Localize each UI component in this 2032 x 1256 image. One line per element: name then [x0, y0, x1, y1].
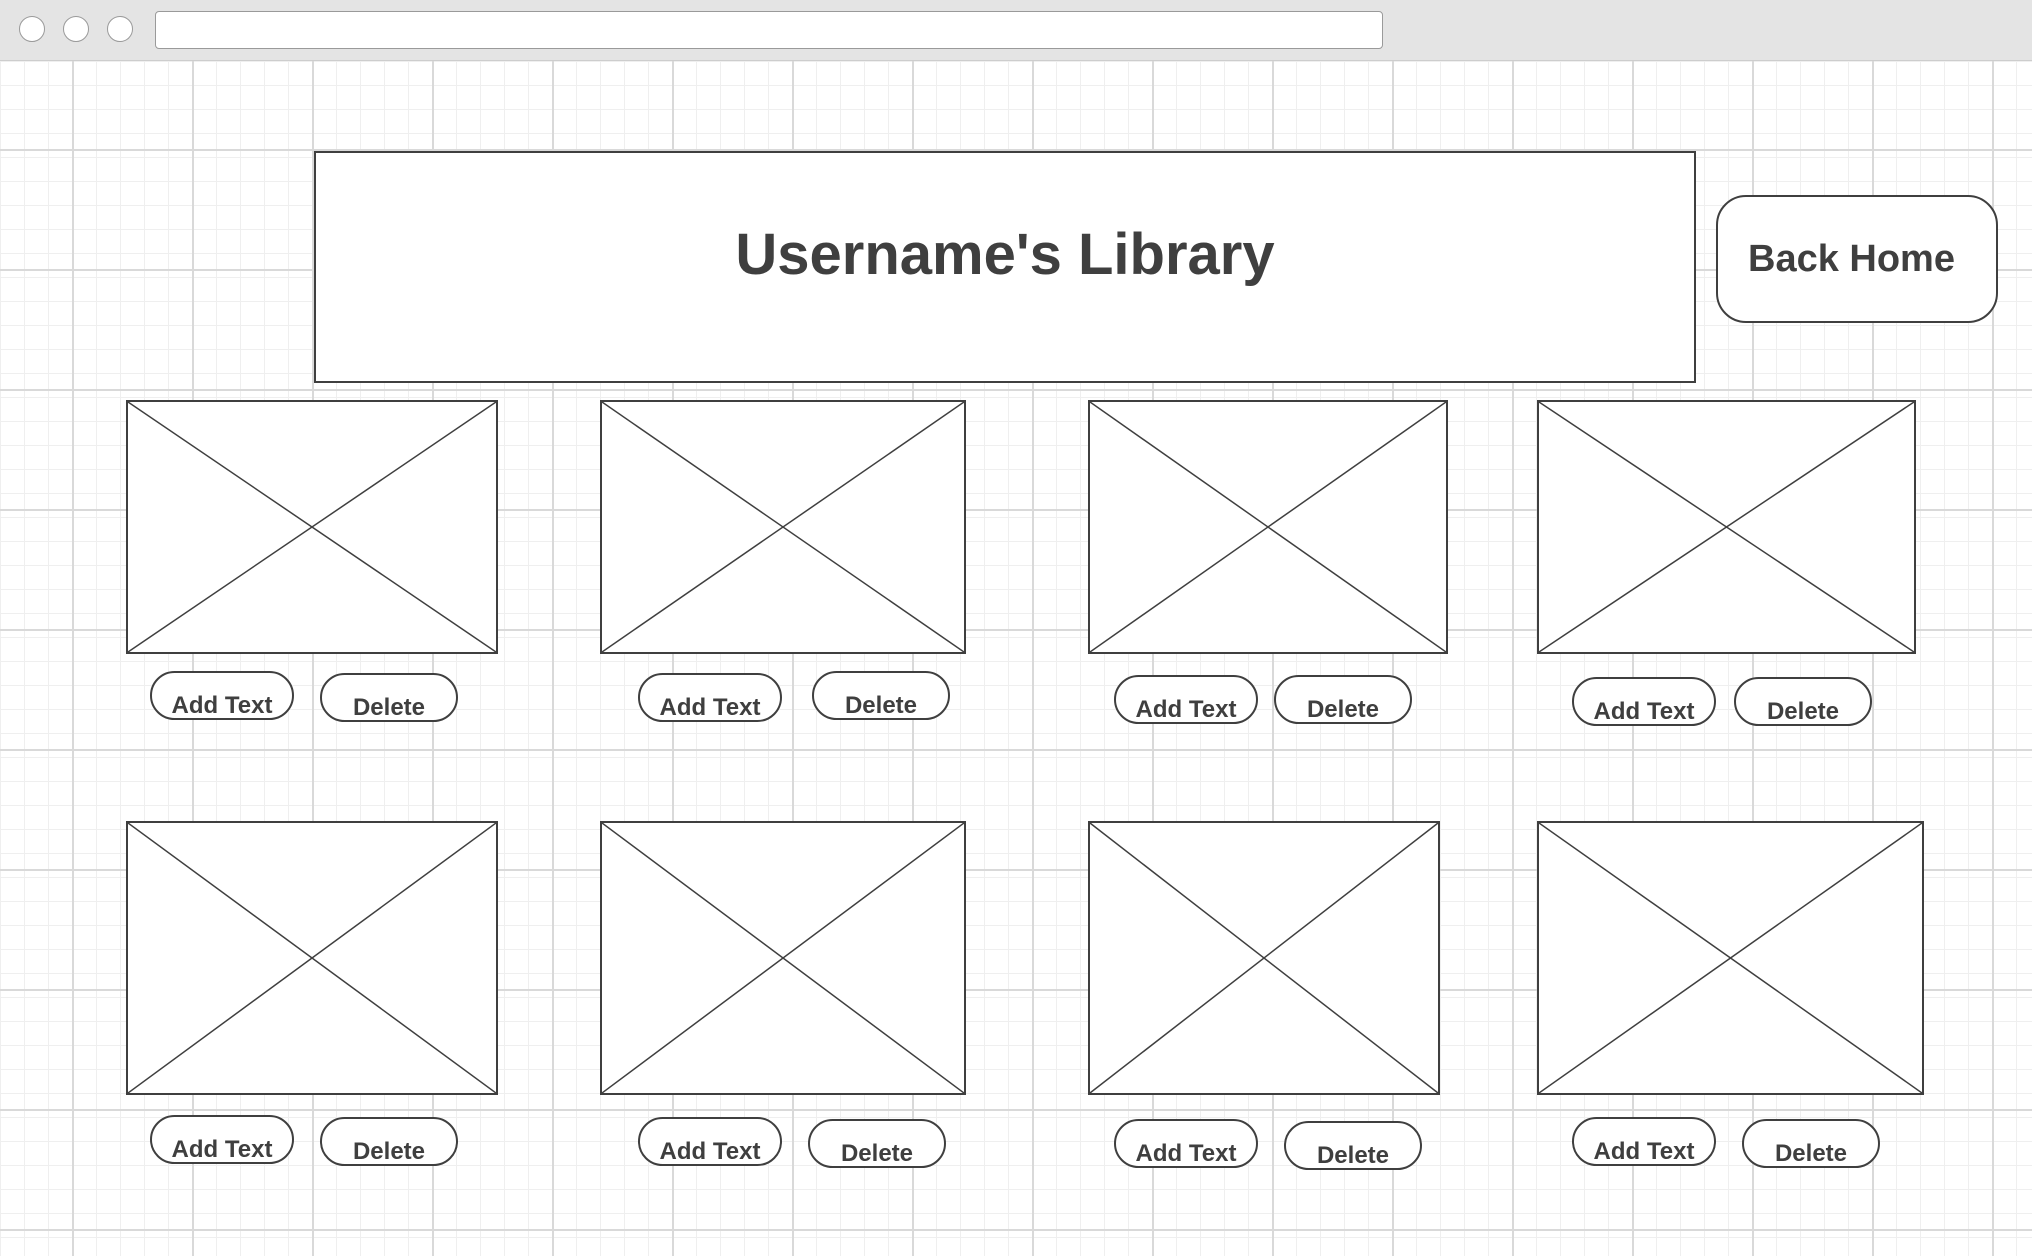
image-placeholder [126, 400, 498, 654]
delete-button[interactable]: Delete [1742, 1119, 1880, 1168]
add-text-button[interactable]: Add Text [1114, 1119, 1258, 1168]
image-placeholder [1088, 400, 1448, 654]
wireframe-canvas: Username's Library Back Home Add Text De… [0, 61, 2032, 1256]
add-text-button[interactable]: Add Text [1572, 1117, 1716, 1166]
add-text-button[interactable]: Add Text [638, 1117, 782, 1166]
address-bar[interactable] [155, 11, 1383, 49]
add-text-button[interactable]: Add Text [150, 1115, 294, 1164]
browser-titlebar [0, 0, 2032, 61]
delete-button[interactable]: Delete [808, 1119, 946, 1168]
image-placeholder [1088, 821, 1440, 1095]
image-placeholder [1537, 821, 1924, 1095]
delete-button[interactable]: Delete [812, 671, 950, 720]
image-placeholder [126, 821, 498, 1095]
delete-button[interactable]: Delete [1274, 675, 1412, 724]
back-home-button[interactable]: Back Home [1716, 195, 1998, 323]
add-text-button[interactable]: Add Text [638, 673, 782, 722]
add-text-button[interactable]: Add Text [150, 671, 294, 720]
delete-button[interactable]: Delete [1284, 1121, 1422, 1170]
add-text-button[interactable]: Add Text [1572, 677, 1716, 726]
image-placeholder [600, 821, 966, 1095]
page-title: Username's Library [735, 222, 1275, 287]
delete-button[interactable]: Delete [1734, 677, 1872, 726]
image-placeholder [600, 400, 966, 654]
window-minimize-button[interactable] [63, 16, 89, 42]
window-close-button[interactable] [19, 16, 45, 42]
delete-button[interactable]: Delete [320, 673, 458, 722]
window-zoom-button[interactable] [107, 16, 133, 42]
library-header: Username's Library [314, 151, 1696, 383]
image-placeholder [1537, 400, 1916, 654]
delete-button[interactable]: Delete [320, 1117, 458, 1166]
add-text-button[interactable]: Add Text [1114, 675, 1258, 724]
